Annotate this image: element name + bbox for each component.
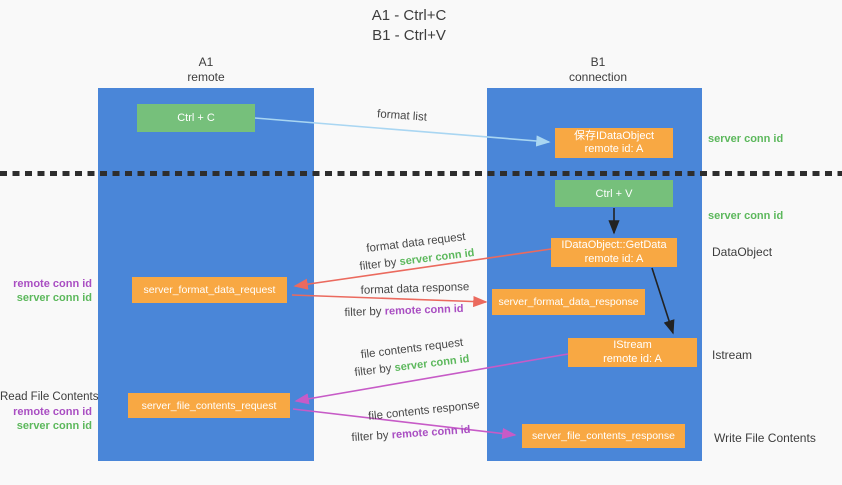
annotation-remote-conn-id-1: remote conn id bbox=[13, 278, 92, 290]
title-line-1: A1 - Ctrl+C bbox=[371, 7, 447, 24]
label-file-contents-response: file contents response bbox=[367, 399, 481, 423]
filter-by-text: filter by bbox=[344, 305, 382, 320]
left-header-role: remote bbox=[187, 70, 225, 84]
arrow-format-data-response bbox=[291, 294, 488, 308]
label-format-list: format list bbox=[376, 108, 428, 124]
server-conn-id-text: server conn id bbox=[393, 353, 471, 375]
right-column-header: B1 connection bbox=[538, 55, 658, 85]
left-header-name: A1 bbox=[198, 55, 214, 69]
node-server-file-contents-request-label: server_file_contents_request bbox=[141, 399, 277, 412]
node-ctrl-v: Ctrl + V bbox=[555, 180, 673, 207]
label-format-data-response: format data response bbox=[360, 281, 470, 297]
diagram-title: A1 - Ctrl+C B1 - Ctrl+V bbox=[309, 6, 509, 46]
phase-separator-dotted-line bbox=[0, 171, 842, 176]
node-save-idataobject: 保存IDataObject remote id: A bbox=[555, 128, 673, 158]
node-idataobject-getdata: IDataObject::GetData remote id: A bbox=[551, 238, 677, 267]
node-idataobject-getdata-line2: remote id: A bbox=[584, 252, 644, 265]
node-ctrl-v-label: Ctrl + V bbox=[595, 187, 633, 200]
node-server-format-data-request-label: server_format_data_request bbox=[143, 284, 276, 296]
right-header-name: B1 bbox=[590, 55, 606, 69]
node-server-file-contents-response: server_file_contents_response bbox=[522, 424, 685, 448]
label-filter-by-remote-conn-id-1: filter by remote conn id bbox=[344, 303, 463, 319]
filter-by-text: filter by bbox=[353, 362, 393, 379]
node-server-format-data-response: server_format_data_response bbox=[492, 289, 645, 315]
right-header-role: connection bbox=[568, 70, 628, 84]
filter-by-text: filter by bbox=[358, 256, 398, 273]
annotation-dataobject: DataObject bbox=[712, 245, 773, 259]
node-save-idataobject-line2: remote id: A bbox=[584, 143, 644, 155]
node-ctrl-c-label: Ctrl + C bbox=[177, 112, 215, 124]
label-filter-by-remote-conn-id-2: filter by remote conn id bbox=[351, 424, 471, 444]
filter-by-text: filter by bbox=[351, 429, 389, 445]
annotation-remote-conn-id-2: remote conn id bbox=[13, 406, 92, 418]
annotation-server-conn-id-2: server conn id bbox=[16, 420, 92, 432]
annotation-istream: Istream bbox=[712, 348, 753, 362]
title-line-2: B1 - Ctrl+V bbox=[372, 27, 446, 44]
annotation-server-conn-id-top: server conn id bbox=[708, 133, 784, 145]
node-save-idataobject-line1: 保存IDataObject bbox=[573, 129, 655, 142]
node-istream-line2: remote id: A bbox=[603, 352, 662, 365]
server-conn-id-text: server conn id bbox=[398, 247, 476, 269]
annotation-write-file-contents: Write File Contents bbox=[714, 431, 816, 445]
node-idataobject-getdata-line1: IDataObject::GetData bbox=[561, 239, 667, 251]
node-server-format-data-request: server_format_data_request bbox=[132, 277, 287, 303]
remote-conn-id-text: remote conn id bbox=[391, 423, 471, 442]
node-istream: IStream remote id: A bbox=[568, 338, 697, 367]
remote-conn-id-text: remote conn id bbox=[384, 302, 464, 318]
node-server-format-data-response-label: server_format_data_response bbox=[498, 296, 639, 308]
annotation-server-conn-id-mid: server conn id bbox=[708, 210, 784, 222]
node-server-file-contents-response-label: server_file_contents_response bbox=[531, 430, 675, 442]
node-server-file-contents-request: server_file_contents_request bbox=[128, 393, 290, 418]
node-ctrl-c: Ctrl + C bbox=[137, 104, 255, 132]
node-istream-line1: IStream bbox=[613, 339, 652, 351]
left-column-header: A1 remote bbox=[146, 55, 266, 85]
annotation-read-file-contents: Read File Contents bbox=[0, 391, 99, 403]
annotation-server-conn-id-1: server conn id bbox=[16, 292, 92, 304]
